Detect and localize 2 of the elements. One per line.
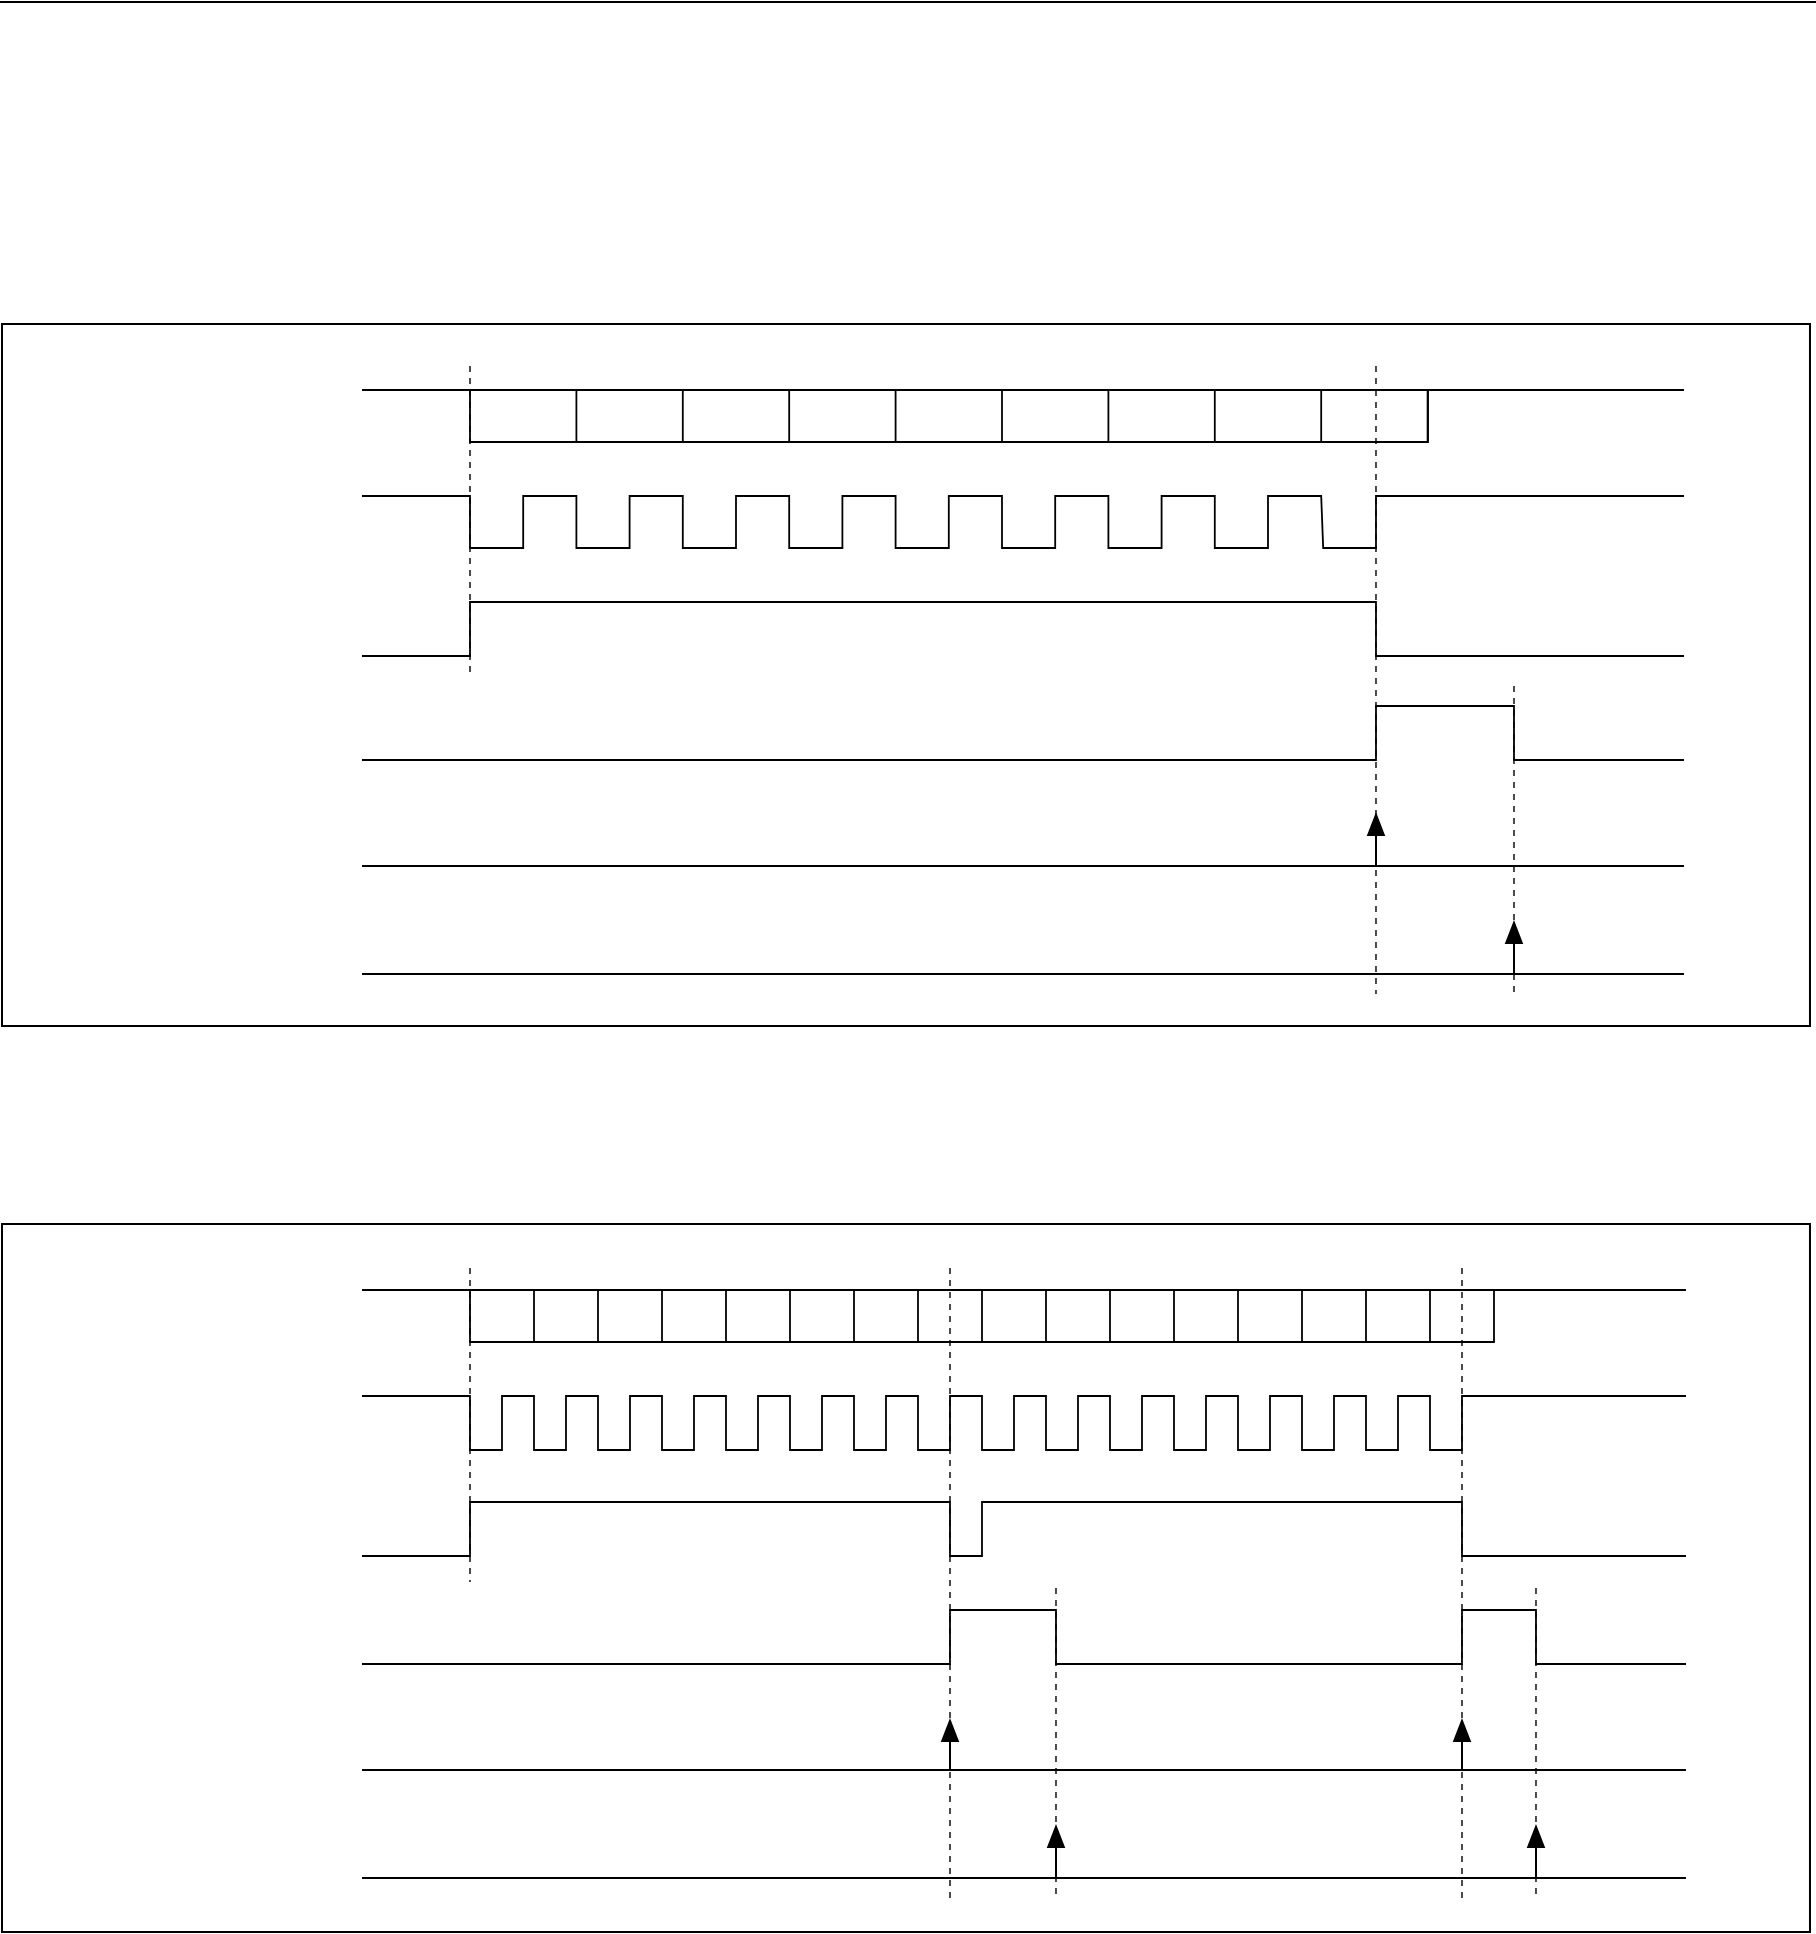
panel-frame bbox=[1, 1223, 1811, 1933]
panel-frame bbox=[1, 323, 1811, 1027]
